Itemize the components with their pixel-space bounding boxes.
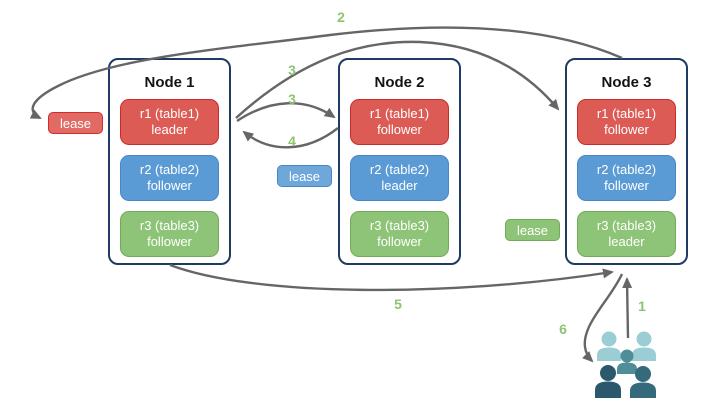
person-figure <box>632 331 656 361</box>
lease-badge-table2: lease <box>277 165 332 187</box>
replica-role: follower <box>604 122 649 137</box>
replica-role: leader <box>608 234 645 249</box>
lease-badge-table3: lease <box>505 219 560 241</box>
replica-role: follower <box>147 178 192 193</box>
node-3-replica-r2: r2 (table2) follower <box>577 155 676 201</box>
person-figure <box>630 366 656 398</box>
replica-name: r1 (table1) <box>139 106 200 121</box>
step-label-1: 1 <box>638 298 646 314</box>
replica-role: follower <box>147 234 192 249</box>
step-label-3a: 3 <box>288 62 296 78</box>
replica-name: r2 (table2) <box>369 162 430 177</box>
lease-badge-table1: lease <box>48 112 103 134</box>
replica-role: follower <box>377 234 422 249</box>
node-3: Node 3 r1 (table1) follower r2 (table2) … <box>565 58 688 265</box>
step-label-4: 4 <box>288 133 296 149</box>
step-label-3b: 3 <box>288 91 296 107</box>
node-1-title: Node 1 <box>144 74 195 91</box>
replica-name: r3 (table3) <box>369 218 430 233</box>
step-label-6: 6 <box>559 321 567 337</box>
replica-role: follower <box>377 122 422 137</box>
node-1-replica-r2: r2 (table2) follower <box>120 155 219 201</box>
person-figure <box>597 331 621 361</box>
arrow-step-5 <box>169 263 614 292</box>
node-1: Node 1 r1 (table1) leader r2 (table2) fo… <box>108 58 231 265</box>
node-3-replica-r3: r3 (table3) leader <box>577 211 676 257</box>
node-2-replica-r2: r2 (table2) leader <box>350 155 449 201</box>
person-figure <box>617 349 637 374</box>
replica-role: leader <box>381 178 418 193</box>
arrow-step-3-to-node2 <box>236 102 336 123</box>
replica-name: r2 (table2) <box>596 162 657 177</box>
node-1-replica-r1: r1 (table1) leader <box>120 99 219 145</box>
replica-name: r1 (table1) <box>369 106 430 121</box>
replica-name: r2 (table2) <box>139 162 200 177</box>
node-2-replica-r1: r1 (table1) follower <box>350 99 449 145</box>
node-3-title: Node 3 <box>601 74 652 91</box>
replica-name: r1 (table1) <box>596 106 657 121</box>
node-2: Node 2 r1 (table1) follower r2 (table2) … <box>338 58 461 265</box>
replica-role: leader <box>151 122 188 137</box>
node-3-replica-r1: r1 (table1) follower <box>577 99 676 145</box>
step-label-2: 2 <box>337 9 345 25</box>
node-2-replica-r3: r3 (table3) follower <box>350 211 449 257</box>
replica-name: r3 (table3) <box>139 218 200 233</box>
user-group-icon <box>595 331 656 398</box>
node-2-title: Node 2 <box>374 74 425 91</box>
replica-role: follower <box>604 178 649 193</box>
replica-name: r3 (table3) <box>596 218 657 233</box>
node-1-replica-r3: r3 (table3) follower <box>120 211 219 257</box>
step-label-5: 5 <box>394 296 402 312</box>
person-figure <box>595 365 621 398</box>
